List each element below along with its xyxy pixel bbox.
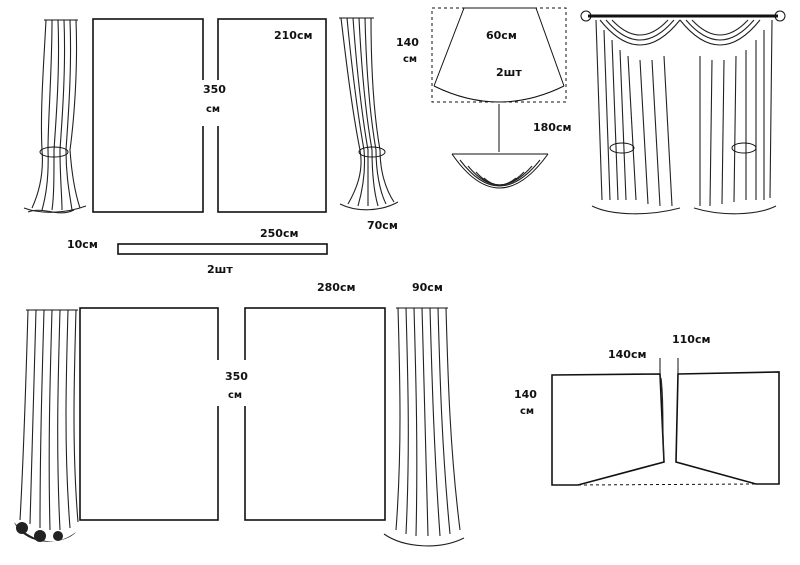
valance-height-unit: см — [520, 406, 534, 417]
swag-height-unit: см — [403, 54, 417, 65]
top-height-label: 350 — [203, 83, 226, 96]
top-height-unit: см — [206, 104, 220, 115]
bottom-right-panel — [244, 307, 386, 521]
valance-pattern — [551, 358, 780, 486]
bottom-height-unit: см — [228, 390, 242, 401]
swag-pattern — [431, 7, 567, 189]
right-curtain-illustration — [339, 17, 399, 211]
side-panel-width-label: 90см — [412, 281, 443, 294]
tieback-width-label: 70см — [367, 219, 398, 232]
long-curtain-illustration — [14, 309, 79, 542]
swag-qty-label: 2шт — [496, 66, 522, 79]
tieback-strip — [117, 243, 328, 255]
bottom-left-panel — [79, 307, 219, 521]
top-panel-width-label: 210см — [274, 29, 312, 42]
bottom-height-label: 350 — [225, 370, 248, 383]
side-curtain-illustration — [383, 307, 465, 547]
strip-length-label: 250см — [260, 227, 298, 240]
finished-curtain-illustration — [580, 10, 786, 215]
top-left-panel — [92, 18, 204, 213]
valance-width-label: 140см — [608, 348, 646, 361]
swag-top-label: 60см — [486, 29, 517, 42]
strip-qty-label: 2шт — [207, 263, 233, 276]
valance-top-label: 110см — [672, 333, 710, 346]
top-right-panel — [217, 18, 327, 213]
strip-height-label: 10см — [67, 238, 98, 251]
swag-height-label: 140 — [396, 36, 419, 49]
bottom-panel-width-label: 280см — [317, 281, 355, 294]
left-curtain-illustration — [23, 19, 87, 214]
valance-height-label: 140 — [514, 388, 537, 401]
swag-bottom-label: 180см — [533, 121, 571, 134]
